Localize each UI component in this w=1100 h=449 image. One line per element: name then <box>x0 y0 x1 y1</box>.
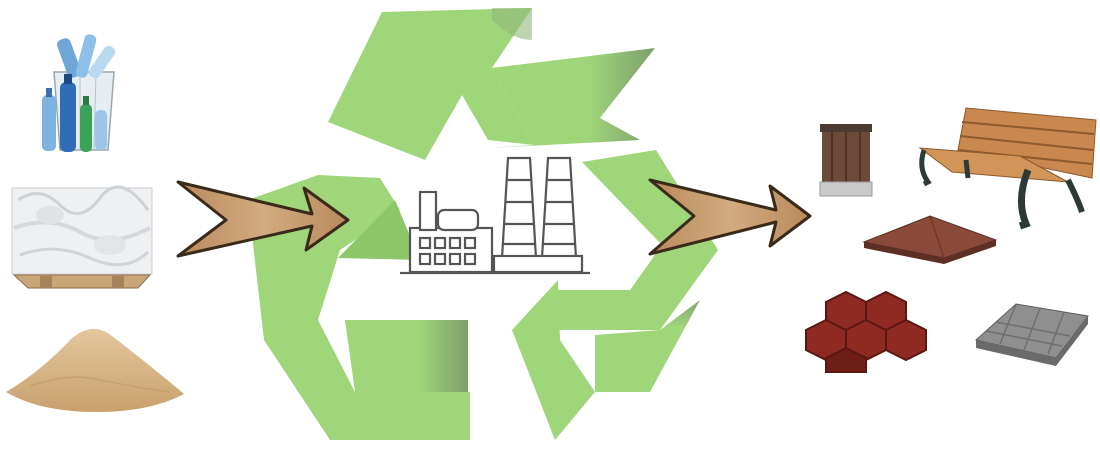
plastic-film-bale-icon <box>11 185 153 289</box>
input-arrow-icon <box>176 180 350 258</box>
factory-icon <box>400 156 590 275</box>
recycle-arm-right-head <box>512 280 595 440</box>
park-bench-product-icon <box>918 107 1097 230</box>
recycle-arm-left <box>248 175 470 440</box>
recycle-arm-left-head <box>338 200 420 260</box>
recycle-arm-top <box>328 8 534 160</box>
waste-bin-product-icon <box>819 124 873 197</box>
square-tile-product-icon <box>974 303 1089 366</box>
recycle-arm-top-head <box>488 48 655 148</box>
roof-cap-product-icon <box>862 215 998 264</box>
hexagon-paver-product-icon <box>805 290 927 373</box>
plastic-bottles-bin-icon <box>42 34 116 152</box>
output-arrow-icon <box>648 178 812 256</box>
sand-pile-icon <box>6 328 184 412</box>
